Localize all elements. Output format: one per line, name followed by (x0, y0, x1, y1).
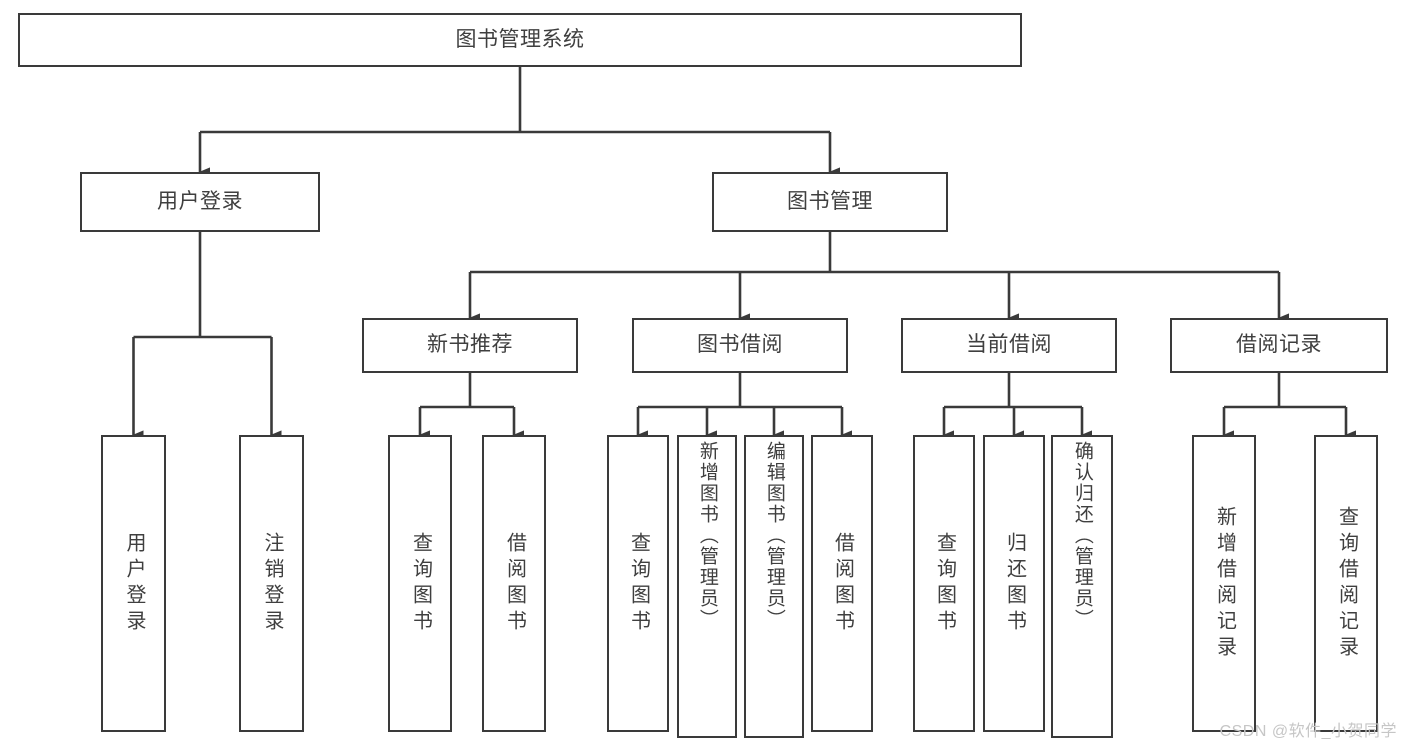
node-bb-add-book[interactable]: 新增图书（管理员） (677, 435, 737, 738)
connector-lines (132, 67, 1356, 440)
node-bb-query-book-label: 查询图书 (627, 531, 650, 636)
node-current-borrow[interactable]: 当前借阅 (901, 318, 1117, 373)
node-user-login-do-label: 用户登录 (123, 531, 145, 636)
node-root[interactable]: 图书管理系统 (18, 13, 1022, 67)
node-bb-query-book[interactable]: 查询图书 (607, 435, 669, 732)
node-book-borrow[interactable]: 图书借阅 (632, 318, 848, 373)
node-new-book-recommend-label: 新书推荐 (427, 333, 513, 357)
node-book-management[interactable]: 图书管理 (712, 172, 948, 232)
node-cb-confirm-return-label: 确认归还（管理员） (1071, 441, 1093, 630)
node-br-query-record-label: 查询借阅记录 (1335, 505, 1358, 662)
node-user-login-label: 用户登录 (157, 189, 243, 213)
node-nbr-query-book[interactable]: 查询图书 (388, 435, 452, 732)
node-bb-add-book-label: 新增图书（管理员） (696, 441, 718, 630)
node-current-borrow-label: 当前借阅 (966, 333, 1052, 357)
node-bb-borrow-book-label: 借阅图书 (831, 531, 854, 636)
node-borrow-record-label: 借阅记录 (1236, 333, 1322, 357)
node-user-login[interactable]: 用户登录 (80, 172, 320, 232)
node-br-add-record[interactable]: 新增借阅记录 (1192, 435, 1256, 732)
node-book-management-label: 图书管理 (787, 189, 873, 213)
node-cb-return-book[interactable]: 归还图书 (983, 435, 1045, 732)
node-cb-return-book-label: 归还图书 (1003, 531, 1026, 636)
node-cb-query-book[interactable]: 查询图书 (913, 435, 975, 732)
node-br-add-record-label: 新增借阅记录 (1213, 505, 1236, 662)
node-user-logout[interactable]: 注销登录 (239, 435, 304, 732)
node-bb-borrow-book[interactable]: 借阅图书 (811, 435, 873, 732)
node-user-logout-label: 注销登录 (261, 531, 283, 636)
node-book-borrow-label: 图书借阅 (697, 333, 783, 357)
node-cb-confirm-return[interactable]: 确认归还（管理员） (1051, 435, 1113, 738)
node-cb-query-book-label: 查询图书 (933, 531, 956, 636)
csdn-watermark: CSDN @软件_小贺同学 (1219, 723, 1397, 740)
node-nbr-query-book-label: 查询图书 (409, 531, 432, 636)
node-br-query-record[interactable]: 查询借阅记录 (1314, 435, 1378, 732)
node-user-login-do[interactable]: 用户登录 (101, 435, 166, 732)
node-borrow-record[interactable]: 借阅记录 (1170, 318, 1388, 373)
node-nbr-borrow-book[interactable]: 借阅图书 (482, 435, 546, 732)
node-bb-edit-book-label: 编辑图书（管理员） (763, 441, 785, 630)
node-root-label: 图书管理系统 (455, 27, 585, 51)
node-new-book-recommend[interactable]: 新书推荐 (362, 318, 578, 373)
node-bb-edit-book[interactable]: 编辑图书（管理员） (744, 435, 804, 738)
node-nbr-borrow-book-label: 借阅图书 (503, 531, 526, 636)
